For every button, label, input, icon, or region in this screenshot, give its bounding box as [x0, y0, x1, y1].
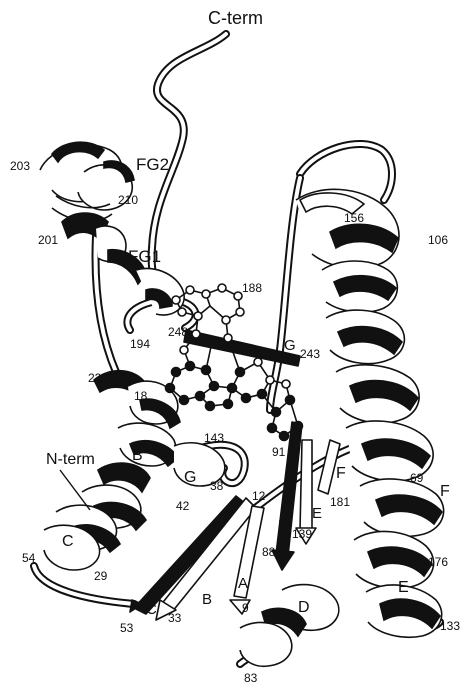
label-83: 83 — [244, 671, 258, 685]
label-g-left: G — [184, 469, 196, 486]
strand-c — [134, 496, 246, 614]
label-e-right: E — [398, 579, 409, 596]
helix-fg1 — [62, 213, 184, 315]
label-69: 69 — [410, 471, 424, 485]
label-133: 133 — [440, 619, 460, 633]
label-c-left: C — [62, 533, 74, 550]
label-b-strand: B — [202, 591, 212, 608]
label-139: 139 — [292, 527, 312, 541]
label-f-mid: F — [336, 465, 346, 482]
label-38: 38 — [210, 479, 224, 493]
label-91: 91 — [272, 445, 286, 459]
label-53: 53 — [120, 621, 134, 635]
label-188: 188 — [242, 281, 262, 295]
label-18: 18 — [134, 389, 148, 403]
label-22: 22 — [88, 371, 102, 385]
label-fg2: FG2 — [136, 155, 169, 174]
label-201: 201 — [38, 233, 58, 247]
label-143: 143 — [204, 431, 224, 445]
label-c-term: C-term — [208, 8, 263, 28]
label-b-left: B — [132, 447, 143, 464]
label-g-upper: G — [284, 337, 296, 354]
label-a-strand: A — [238, 575, 248, 592]
label-210: 210 — [118, 193, 138, 207]
label-d-mid: D — [278, 517, 289, 534]
label-n-term: N-term — [46, 451, 95, 468]
label-88: 88 — [262, 545, 276, 559]
label-e-mid: E — [312, 505, 322, 522]
label-d-bottom: D — [298, 599, 310, 616]
label-176: 176 — [428, 555, 448, 569]
label-c-strand: C — [146, 601, 157, 618]
label-9: 9 — [242, 601, 249, 615]
label-156: 156 — [344, 211, 364, 225]
label-203: 203 — [10, 159, 30, 173]
helix-fg2 — [40, 142, 134, 221]
label-42: 42 — [176, 499, 190, 513]
label-29: 29 — [94, 569, 108, 583]
label-106: 106 — [428, 233, 448, 247]
label-54: 54 — [22, 551, 36, 565]
strand-e — [300, 440, 312, 532]
label-fg1: FG1 — [128, 247, 161, 266]
label-243: 243 — [300, 347, 320, 361]
helix-d-lower — [240, 585, 339, 667]
label-f-right: F — [440, 483, 450, 500]
label-33: 33 — [168, 611, 182, 625]
label-194: 194 — [130, 337, 150, 351]
label-248: 248 — [168, 325, 188, 339]
label-181: 181 — [330, 495, 350, 509]
label-12: 12 — [252, 489, 266, 503]
helix-c-left — [44, 463, 150, 570]
